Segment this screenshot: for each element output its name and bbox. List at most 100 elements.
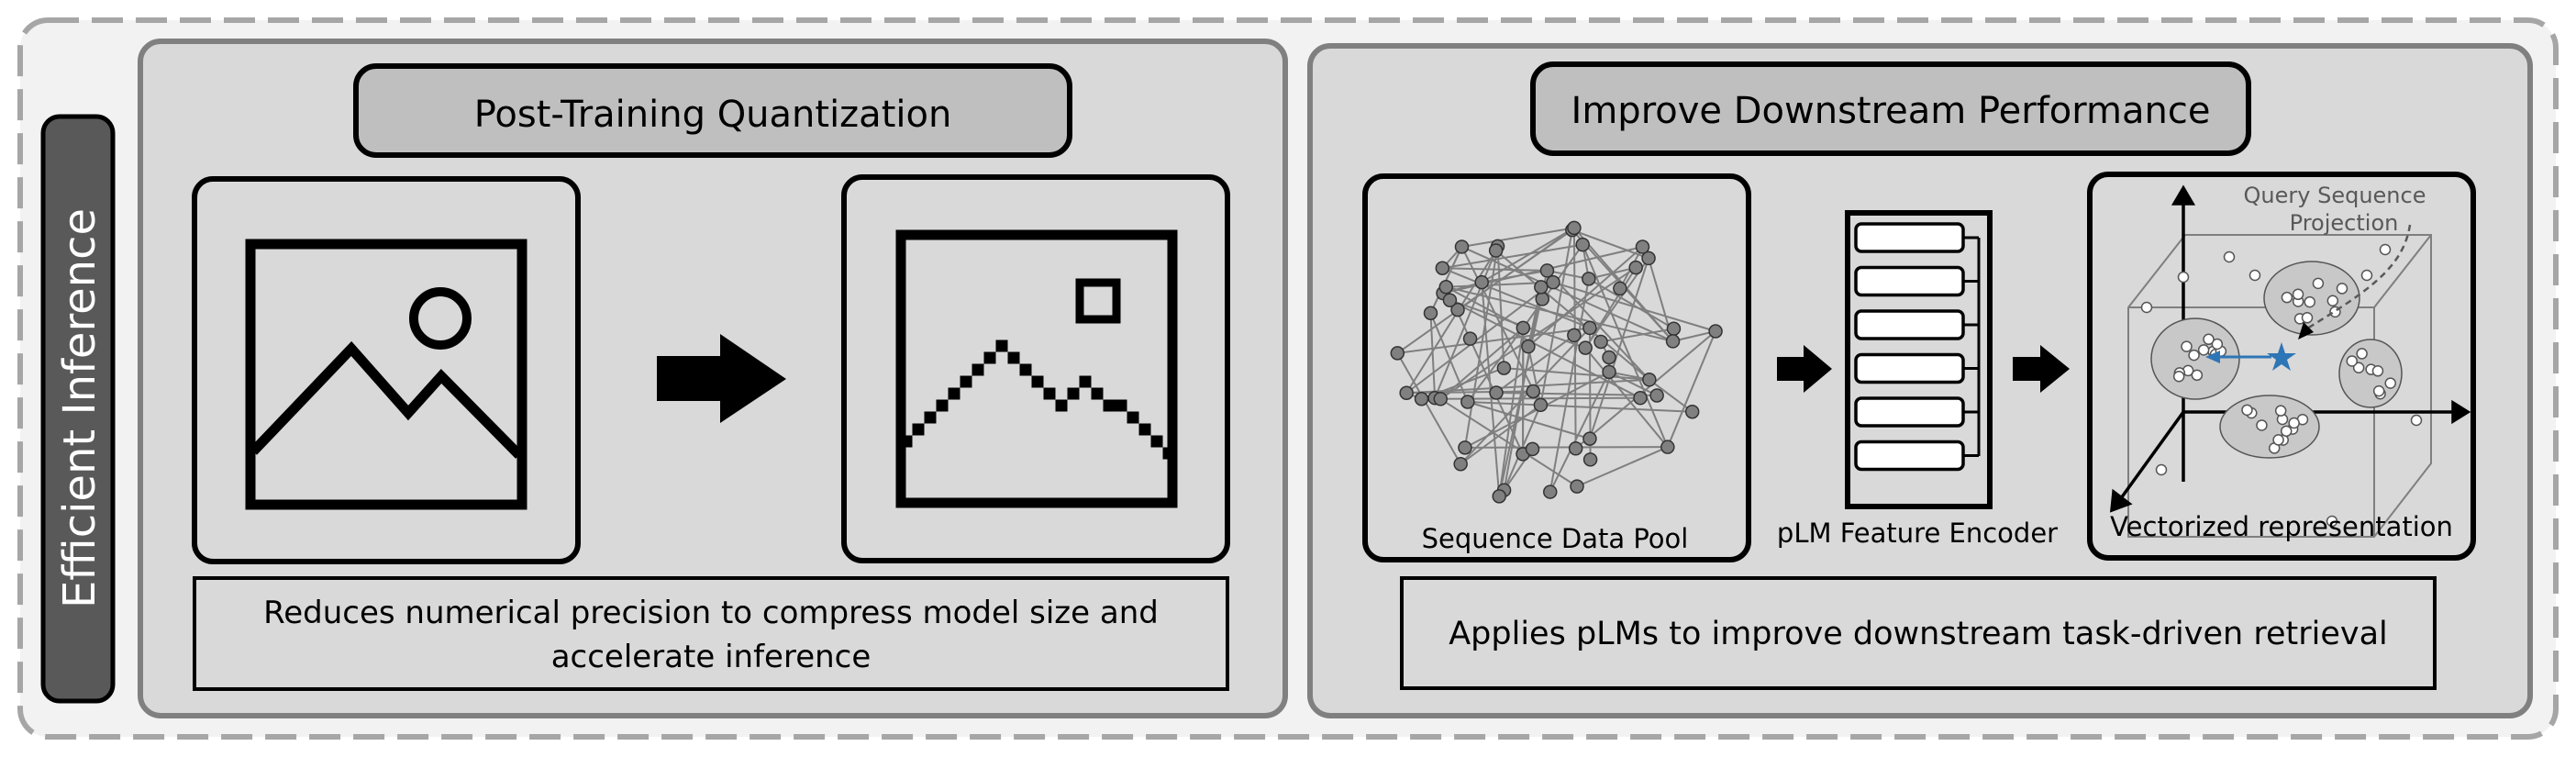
quantized-image-card <box>841 174 1230 563</box>
pixel-block <box>1007 351 1020 364</box>
graph-edge <box>1498 328 1525 497</box>
graph-edge <box>1460 327 1591 465</box>
pixel-block <box>1138 423 1151 436</box>
cluster-point <box>2211 338 2224 351</box>
cluster-point <box>2191 369 2204 382</box>
graph-node <box>1602 350 1616 365</box>
graph-node <box>1582 320 1597 336</box>
encoder-layer <box>1854 352 1965 384</box>
graph-edge <box>1496 246 1505 369</box>
cluster-point <box>2274 405 2287 417</box>
graph-node <box>1526 384 1540 399</box>
cluster-point <box>2301 312 2314 324</box>
cluster-point <box>2203 333 2215 346</box>
pixel-block <box>1162 447 1175 460</box>
graph-edge <box>1442 243 1583 270</box>
cluster <box>2263 261 2360 336</box>
graph-edge <box>1608 371 1658 396</box>
cluster-point <box>2181 340 2193 352</box>
cluster-point <box>2197 344 2210 356</box>
cluster-point <box>2352 362 2365 374</box>
graph-node <box>1460 395 1475 409</box>
pixel-block <box>1067 387 1080 400</box>
right-arrow-icon <box>1777 345 1832 393</box>
pixelated-image-icon <box>895 229 1178 508</box>
graph-node <box>1423 306 1438 321</box>
graph-node <box>1567 328 1582 343</box>
graph-node <box>1533 397 1549 413</box>
graph-node <box>1488 243 1504 258</box>
encoder-layer <box>1854 222 1965 253</box>
graph-edge <box>1464 446 1668 449</box>
star-icon <box>2267 342 2296 371</box>
graph-edge <box>1461 246 1673 342</box>
graph-node <box>1489 385 1504 400</box>
cluster-point <box>2346 355 2359 367</box>
graph-edge <box>1429 312 1469 403</box>
graph-edge <box>1441 267 1591 329</box>
graph-node <box>1435 261 1450 275</box>
graph-node <box>1525 441 1540 457</box>
pixel-block <box>1031 375 1044 388</box>
right-panel: Improve Downstream Performance Sequence … <box>1307 43 2533 718</box>
graph-node <box>1546 274 1560 290</box>
left-panel: Post-Training Quantization Reduces numer… <box>138 39 1288 718</box>
graph-node <box>1649 388 1664 403</box>
cluster-point <box>2188 349 2200 362</box>
query-label-line-1: Query Sequence <box>2244 183 2426 208</box>
sequence-network-graph <box>1390 220 1723 504</box>
side-label: Efficient Inference <box>40 114 116 704</box>
vector-space-card <box>2087 172 2476 561</box>
pixel-block <box>1019 363 1032 376</box>
cluster <box>2219 395 2320 459</box>
query-label-line-2: Projection <box>2290 210 2399 236</box>
cluster-point <box>2292 288 2304 301</box>
pixel-block <box>924 411 937 424</box>
graph-node <box>1492 489 1506 504</box>
graph-node <box>1414 392 1429 406</box>
pixel-block <box>960 375 972 388</box>
cluster-point <box>2371 365 2384 377</box>
graph-node <box>1633 390 1648 406</box>
graph-node <box>1433 392 1449 406</box>
plm-encoder-icon <box>1845 210 1993 509</box>
side-label-text: Efficient Inference <box>54 208 105 608</box>
cluster-point <box>2288 417 2300 429</box>
cluster-point <box>2336 283 2348 295</box>
loose-point <box>2223 250 2236 263</box>
right-description-box <box>1400 576 2437 690</box>
left-panel-title: Post-Training Quantization <box>474 94 952 136</box>
pixel-block <box>1103 399 1116 412</box>
left-description-box <box>193 576 1229 691</box>
graph-node <box>1454 239 1470 254</box>
graph-node <box>1453 456 1468 472</box>
right-arrow-icon <box>657 334 786 423</box>
graph-edge <box>1461 227 1575 248</box>
graph-node <box>1516 320 1531 336</box>
graph-edge <box>1439 266 1637 400</box>
vector-space-plot: Query Sequence Projection <box>2109 183 2471 538</box>
pixel-block <box>936 399 949 412</box>
loose-point <box>2140 301 2153 314</box>
axis-y-arrowhead <box>2171 184 2196 206</box>
graph-edge <box>1576 446 1669 488</box>
loose-point <box>2248 269 2261 282</box>
graph-node <box>1442 293 1458 307</box>
encoder-layer <box>1854 440 1965 472</box>
graph-node <box>1613 281 1627 296</box>
graph-node <box>1399 385 1414 401</box>
graph-edge <box>1460 404 1542 465</box>
graph-edge <box>1445 285 1524 329</box>
graph-edge <box>1467 400 1693 413</box>
cluster-point <box>2256 419 2268 431</box>
graph-edge <box>1396 227 1575 354</box>
pixel-block <box>948 387 960 400</box>
original-image-card <box>192 176 581 564</box>
graph-node <box>1450 302 1465 317</box>
graph-node <box>1708 324 1723 339</box>
loose-point <box>2360 269 2373 282</box>
graph-node <box>1635 239 1650 254</box>
pixel-block <box>1091 387 1104 400</box>
graph-edge <box>1549 371 1610 493</box>
pixel-block <box>1115 399 1127 412</box>
